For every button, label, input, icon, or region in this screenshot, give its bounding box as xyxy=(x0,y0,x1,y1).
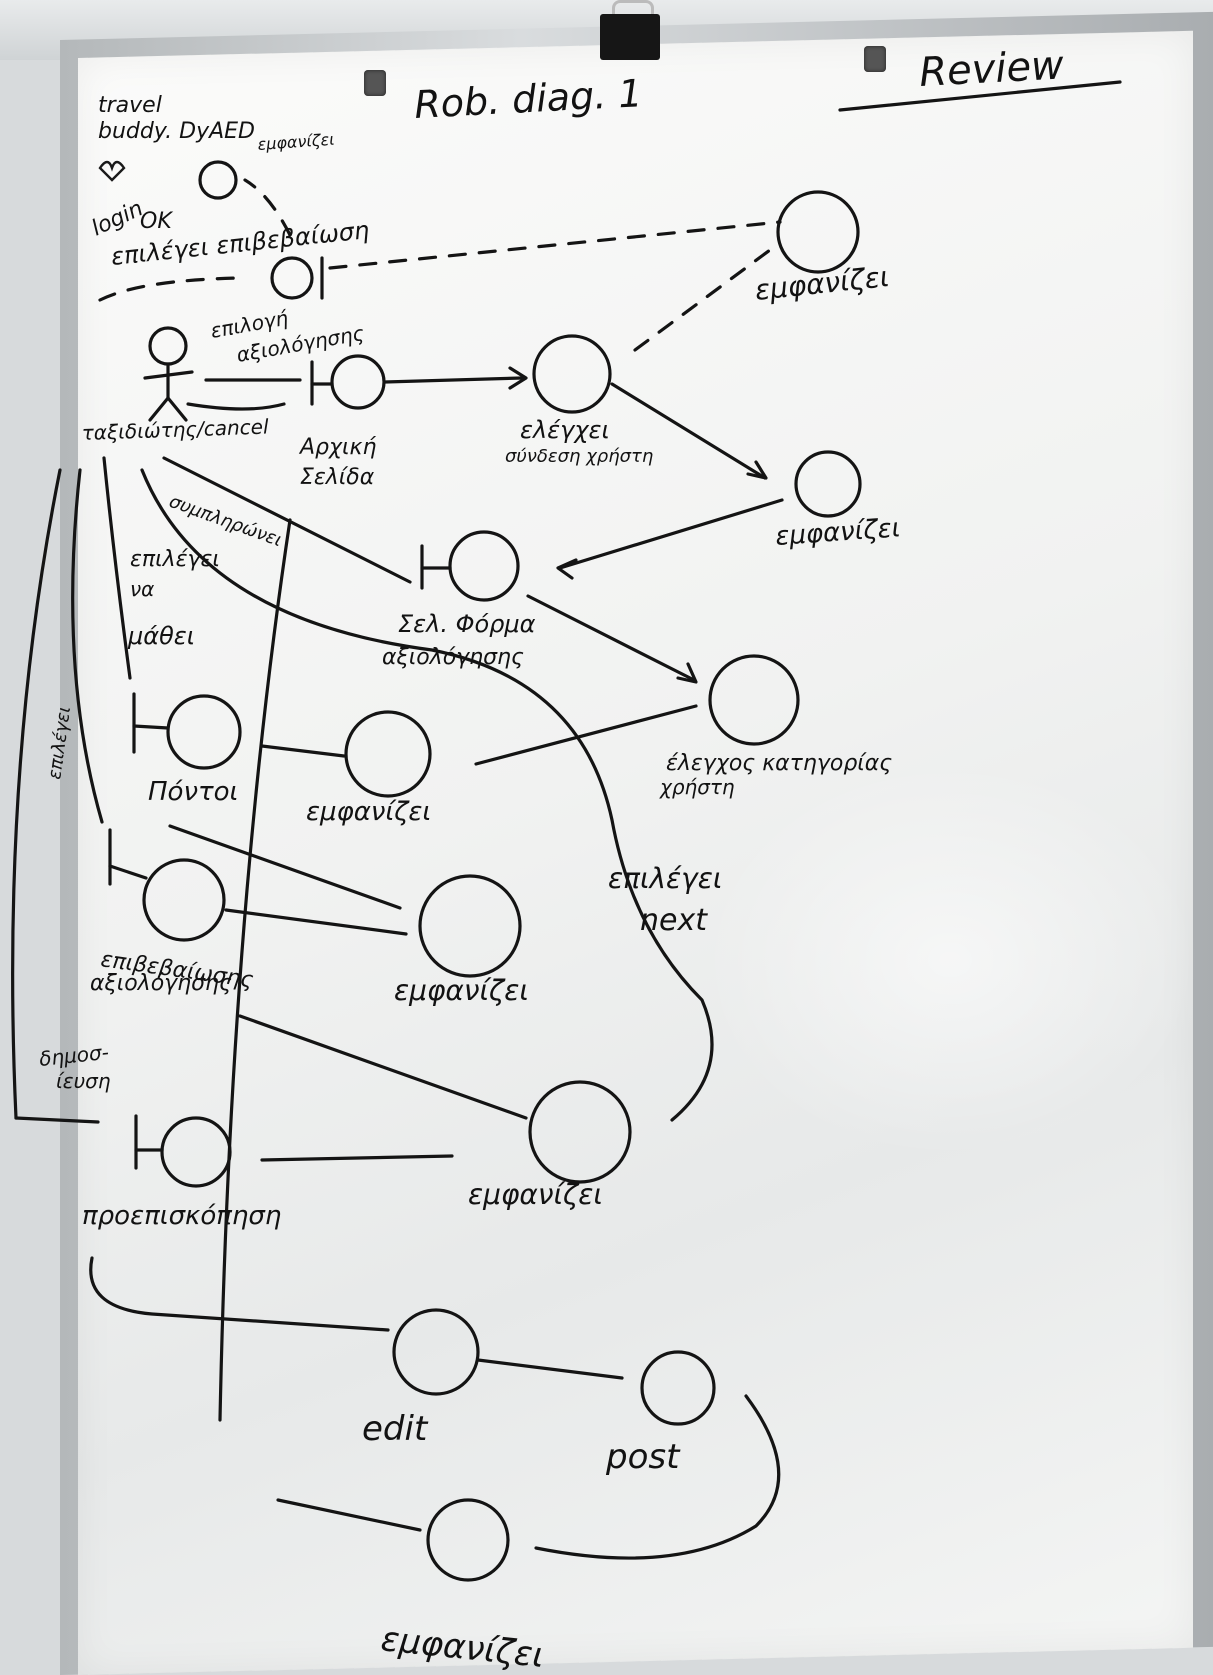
connection-check-label-1: ελέγχει xyxy=(520,416,610,444)
form-label-1: Σελ. Φόρμα xyxy=(398,610,536,638)
arrow-display-left xyxy=(276,1498,422,1532)
dashed-arrow xyxy=(98,276,242,302)
category-label-2: χρήστη xyxy=(659,775,735,799)
points-boundary-circle xyxy=(166,694,242,770)
arrow-home-check xyxy=(383,376,524,384)
arrow-display-form xyxy=(558,498,784,570)
actor-label: ταξιδιώτης/cancel xyxy=(81,414,269,445)
edit-label: edit xyxy=(362,1409,429,1449)
arrow-actor-home xyxy=(186,402,286,411)
form-boundary-circle xyxy=(448,530,520,602)
category-check-control xyxy=(708,654,800,746)
lower-display-control xyxy=(418,874,522,978)
right-display-label: εμφανίζει xyxy=(774,513,901,552)
actor-head xyxy=(148,326,188,366)
home-boundary-circle xyxy=(330,354,386,410)
bottom-display-control xyxy=(426,1498,510,1582)
completes-label: συμπληρώνει xyxy=(166,491,285,551)
selects-trip-label-3: μάθει xyxy=(127,622,195,650)
selects-trip-label-1: επιλέγει xyxy=(130,547,220,572)
arrow-actor-points xyxy=(102,456,132,680)
binder-clip-wire xyxy=(612,0,654,27)
lower-display-label: εμφανίζει xyxy=(394,974,529,1007)
control-circle-top xyxy=(198,160,238,200)
arrow-form-category xyxy=(526,594,696,682)
top-control-label: εμφανίζει xyxy=(257,130,335,154)
arrow-preview-edit xyxy=(89,1256,390,1332)
confirm-boundary-circle xyxy=(142,858,226,942)
boundary-connector xyxy=(132,724,170,730)
form-label-2: αξιολόγησης xyxy=(382,645,524,670)
arrow-display-preview xyxy=(260,1154,454,1162)
points-label: Πόντοι xyxy=(148,777,238,807)
publish-label-1: δημοσ- xyxy=(38,1040,110,1071)
actor-leg xyxy=(148,396,170,422)
points-display-control xyxy=(344,710,432,798)
preview-label: προεπισκόπηση xyxy=(82,1201,281,1231)
vertical-flow-line xyxy=(218,518,292,1422)
arrowhead xyxy=(556,558,578,580)
confirm-label-2: αξιολόγησης xyxy=(90,971,232,996)
selects-trip-label-2: να xyxy=(130,577,154,601)
arrow-actor-confirm xyxy=(71,468,104,824)
preview-boundary-circle xyxy=(160,1116,232,1188)
review-note: Review xyxy=(918,42,1065,96)
corner-note-line-1: travel xyxy=(98,93,162,118)
selects-side-label: επιλέγει xyxy=(44,705,75,781)
mounting-bolt xyxy=(364,70,386,96)
corner-note-line-2: buddy. DyAED xyxy=(98,119,255,144)
actor-arms xyxy=(143,370,194,380)
heart-doodle xyxy=(98,160,126,182)
top-right-control xyxy=(776,190,860,274)
arrow-points-display xyxy=(168,824,402,910)
arrowhead xyxy=(508,366,528,390)
arrow-confirm-display xyxy=(238,1014,528,1120)
binder-clip xyxy=(600,14,660,60)
select-control-circle xyxy=(270,256,314,300)
arrow-actor-form xyxy=(162,456,412,584)
connection-check-label-2: σύνδεση χρήστη xyxy=(505,446,653,467)
home-label-1: Αρχική xyxy=(298,435,376,460)
post-label: post xyxy=(605,1437,681,1477)
next-label-1: επιλέγει xyxy=(608,862,722,895)
edit-control xyxy=(392,1308,480,1396)
category-label-1: έλεγχος κατηγορίας xyxy=(666,751,892,776)
publish-label-2: ίευση xyxy=(56,1069,111,1093)
arrow-post-display xyxy=(534,1394,781,1560)
arrowhead xyxy=(746,460,768,480)
ok-label: OK xyxy=(140,209,173,234)
top-right-label: εμφανίζει xyxy=(753,260,891,307)
preview-display-control xyxy=(528,1080,632,1184)
points-display-label: εμφανίζει xyxy=(306,797,431,827)
home-label-2: Σελίδα xyxy=(300,465,375,490)
diagram-title: Rob. diag. 1 xyxy=(413,71,643,127)
dashed-arrow xyxy=(243,178,292,237)
connection-check-control xyxy=(532,334,612,414)
arrow-publish xyxy=(14,1116,100,1124)
mounting-bolt xyxy=(864,46,886,72)
boundary-connector xyxy=(108,864,148,880)
arrowhead xyxy=(676,662,698,684)
dashed-line-to-top-right xyxy=(328,220,782,270)
login-label: login xyxy=(88,196,147,241)
left-flow-line xyxy=(11,468,62,1120)
arrow-check-display xyxy=(610,382,767,480)
arrow-display-confirm xyxy=(224,908,408,936)
actor-leg xyxy=(166,396,188,422)
bottom-display-label: εμφανίζει xyxy=(379,1619,546,1675)
preview-display-label: εμφανίζει xyxy=(468,1178,603,1211)
dashed-arrow xyxy=(633,248,772,352)
right-display-control xyxy=(794,450,862,518)
arrow-category-display xyxy=(474,704,698,766)
arrow-edit-post xyxy=(476,1358,624,1380)
post-control xyxy=(640,1350,716,1426)
arrow-display-points xyxy=(260,744,346,758)
review-underline xyxy=(838,80,1122,112)
